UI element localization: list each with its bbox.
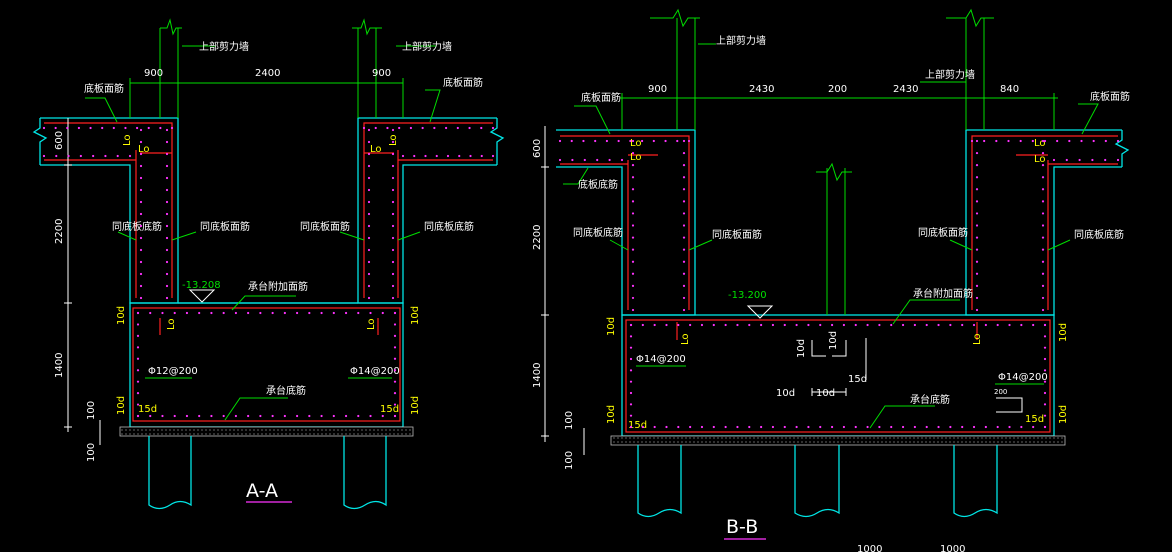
rebar-dots	[42, 126, 1120, 429]
section-a-dim-left-3: 1400	[54, 353, 65, 378]
section-b-dim-top-3: 200	[828, 84, 847, 95]
section-b-dim-left-5: 100	[564, 451, 575, 470]
section-b-rebar-left: Φ14@200	[636, 354, 686, 365]
section-a-dim-left-5: 100	[86, 443, 97, 462]
section-a-wall-right-label: 上部剪力墙	[402, 40, 452, 53]
section-b-cushion	[610, 435, 1066, 446]
section-b-dim-top-1: 900	[648, 84, 667, 95]
section-a-same-right-out: 同底板底筋	[424, 220, 474, 233]
section-b-lo-5: Lo	[680, 333, 691, 345]
section-b-15d-1: 15d	[628, 420, 647, 431]
section-a-slab-right-label: 底板面筋	[443, 76, 483, 89]
section-a-lo-4: Lo	[388, 134, 399, 146]
section-a-rebar-right: Φ14@200	[350, 366, 400, 377]
section-a-dim-top-2: 2400	[255, 68, 280, 79]
section-a-10d-2: 10d	[410, 306, 421, 325]
section-a-lo-3: Lo	[122, 134, 133, 146]
section-b-10d-2: 10d	[1058, 323, 1069, 342]
section-b-detail-10d-3: 10d	[776, 388, 795, 399]
section-b-detail-200: 200	[994, 388, 1007, 396]
section-a-10d-4: 10d	[410, 396, 421, 415]
section-b-same-left-out: 同底板底筋	[573, 226, 623, 239]
section-a-dim-left-1: 600	[54, 131, 65, 150]
section-b-dim-left-4: 100	[564, 411, 575, 430]
section-b-dim-left-3: 1400	[532, 363, 543, 388]
section-a-dim-top-1: 900	[144, 68, 163, 79]
section-b-slab-left-label: 底板面筋	[581, 91, 621, 104]
section-b-same-right-in: 同底板面筋	[918, 226, 968, 239]
section-b-detail-10d-2: 10d	[828, 331, 839, 350]
section-a-slab-left-label: 底板面筋	[84, 82, 124, 95]
section-a-dim-top-3: 900	[372, 68, 391, 79]
section-a-cushion	[119, 426, 414, 437]
section-a-15d-1: 15d	[138, 404, 157, 415]
section-b-title: B-B	[726, 516, 758, 538]
section-b-rebar-right: Φ14@200	[998, 372, 1048, 383]
section-b-dim-left-2: 2200	[532, 225, 543, 250]
section-b-elevation: -13.200	[728, 290, 767, 301]
bottom-dim-1: 1000	[857, 544, 882, 552]
section-b-wall-right-label: 上部剪力墙	[925, 68, 975, 81]
section-b-slab-bottom-label: 底板底筋	[578, 178, 618, 191]
bottom-dim-2: 1000	[940, 544, 965, 552]
section-b-dim-top-5: 840	[1000, 84, 1019, 95]
section-b-cap-top-label: 承台附加面筋	[913, 287, 973, 300]
section-a-cap-bottom-label: 承台底筋	[266, 384, 306, 397]
section-b-same-left-in: 同底板面筋	[712, 228, 762, 241]
section-a-lo-6: Lo	[366, 318, 377, 330]
section-a-lo-1: Lo	[138, 144, 150, 155]
section-b-wall-left-label: 上部剪力墙	[716, 34, 766, 47]
section-b-10d-3: 10d	[606, 405, 617, 424]
section-a-pile-left	[148, 436, 192, 510]
section-b-detail-10d-1: 10d	[796, 339, 807, 358]
section-a: 上部剪力墙 上部剪力墙 底板面筋 底板面筋 900 2400 900 600 2…	[32, 18, 505, 510]
section-a-lo-5: Lo	[166, 318, 177, 330]
section-b-lo-1: Lo	[630, 138, 642, 149]
section-b-dim-top-4: 2430	[893, 84, 918, 95]
section-b-lo-6: Lo	[972, 333, 983, 345]
section-a-same-left-in: 同底板面筋	[200, 220, 250, 233]
section-a-10d-1: 10d	[116, 306, 127, 325]
section-b-pile-1	[637, 445, 682, 518]
section-a-wall-left-label: 上部剪力墙	[199, 40, 249, 53]
section-a-title: A-A	[246, 480, 278, 502]
section-b-outline-left	[556, 129, 696, 316]
section-a-rebar-left: Φ12@200	[148, 366, 198, 377]
section-b-10d-1: 10d	[606, 317, 617, 336]
section-b: 上部剪力墙 上部剪力墙 底板面筋 底板面筋 底板底筋 900 2430 200 …	[532, 8, 1130, 552]
section-b-same-right-out: 同底板底筋	[1074, 228, 1124, 241]
section-b-cap-bottom-label: 承台底筋	[910, 393, 950, 406]
section-a-cap-top-label: 承台附加面筋	[248, 280, 308, 293]
section-b-dim-left-1: 600	[532, 139, 543, 158]
section-b-detail-15d: 15d	[848, 374, 867, 385]
section-b-dim-top-2: 2430	[749, 84, 774, 95]
section-a-same-right-in: 同底板面筋	[300, 220, 350, 233]
section-a-dim-left-2: 2200	[54, 219, 65, 244]
section-b-lo-2: Lo	[630, 152, 642, 163]
section-a-10d-3: 10d	[116, 396, 127, 415]
section-a-lo-2: Lo	[370, 144, 382, 155]
section-b-lo-4: Lo	[1034, 154, 1046, 165]
section-a-15d-2: 15d	[380, 404, 399, 415]
section-a-dim-left-4: 100	[86, 401, 97, 420]
section-b-detail-10d-4: 10d	[816, 388, 835, 399]
section-a-elevation: -13.208	[182, 280, 221, 291]
section-b-pile-2	[794, 445, 840, 518]
section-b-15d-2: 15d	[1025, 414, 1044, 425]
section-a-pile-right	[343, 436, 387, 510]
section-a-same-left-out: 同底板底筋	[112, 220, 162, 233]
section-b-10d-4: 10d	[1058, 405, 1069, 424]
section-b-slab-right-label: 底板面筋	[1090, 90, 1130, 103]
section-b-lo-3: Lo	[1034, 138, 1046, 149]
section-b-pile-3	[953, 445, 998, 518]
